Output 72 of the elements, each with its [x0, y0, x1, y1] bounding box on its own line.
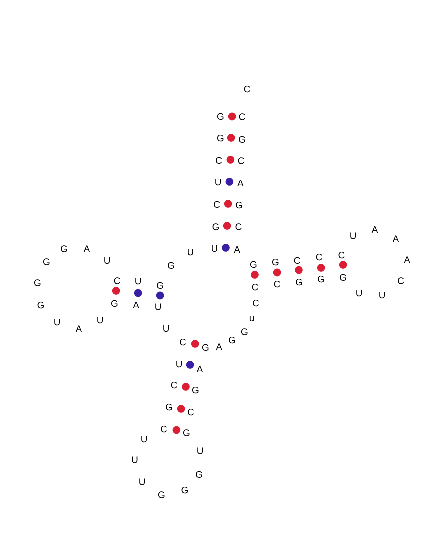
- nucleotide-letter: A: [84, 246, 90, 252]
- nucleotide-letter: G: [182, 486, 188, 494]
- nucleotide-letter: U: [350, 232, 356, 240]
- nucleotide-letter: G: [229, 336, 236, 344]
- nucleotide-letter: U: [104, 257, 110, 264]
- nucleotide-letter: C: [236, 224, 242, 230]
- nucleotide-letter: G: [340, 274, 346, 282]
- nucleotide-letter: U: [176, 361, 182, 368]
- nucleotide-letter: C: [238, 158, 244, 164]
- nucleotide-letter: G: [318, 276, 324, 283]
- nucleotide-letter: U: [356, 290, 362, 297]
- nucleotide-letter: U: [132, 456, 138, 464]
- nucleotide-letter: C: [114, 278, 120, 284]
- nucleotide-letter: U: [380, 292, 385, 299]
- nucleotide-letter: G: [218, 134, 224, 142]
- nucleotide-letter: G: [184, 430, 190, 436]
- nucleotide-letter: G: [44, 258, 50, 266]
- nucleotide-letter: G: [236, 202, 242, 209]
- nucleotide-letter: G: [34, 280, 41, 286]
- nucleotide-letter: G: [38, 302, 44, 309]
- nucleotide-letter: U: [98, 317, 103, 324]
- nucleotide-letter: C: [214, 201, 220, 208]
- nucleotide-letter: A: [372, 226, 378, 233]
- nucleotide-letter: A: [404, 256, 410, 264]
- nucleotide-letter: U: [198, 448, 203, 454]
- nucleotide-letter: G: [239, 136, 246, 144]
- nucleotide-letter: u: [250, 316, 254, 322]
- nucleotide-letter: C: [252, 284, 258, 291]
- nucleotide-letter: C: [338, 252, 345, 259]
- nucleotide-letter: U: [212, 245, 218, 252]
- nucleotide-letter: C: [239, 114, 246, 120]
- nucleotide-letter: C: [398, 278, 404, 284]
- nucleotide-letter: G: [196, 471, 202, 478]
- nucleotide-letter: A: [216, 344, 222, 350]
- nucleotide-letter: G: [218, 113, 224, 120]
- nucleotide-letter: U: [216, 179, 221, 186]
- nucleotide-letter: C: [244, 86, 250, 93]
- nucleotide-letter: U: [188, 249, 194, 256]
- nucleotide-letter: C: [253, 300, 260, 307]
- nucleotide-letter: G: [168, 262, 174, 270]
- nucleotide-letter: A: [133, 302, 140, 309]
- nucleotide-letter: U: [136, 278, 141, 285]
- nucleotide-letter: C: [171, 382, 178, 389]
- nucleotide-letter: C: [188, 408, 194, 416]
- nucleotide-letter: U: [164, 325, 169, 332]
- nucleotide-letter: C: [274, 280, 280, 288]
- nucleotide-letter: C: [294, 257, 300, 264]
- nucleotide-letter: A: [76, 326, 82, 332]
- nucleotide-letter: G: [202, 344, 209, 352]
- nucleotide-letter: G: [192, 386, 199, 394]
- nucleotide-letter: G: [242, 328, 248, 336]
- nucleotide-letter: C: [161, 426, 168, 433]
- nucleotide-letter: G: [212, 224, 219, 230]
- nucleotide-letter: G: [61, 246, 68, 252]
- nucleotide-letter: U: [156, 304, 161, 310]
- nucleotide-letter: G: [250, 261, 257, 268]
- nucleotide-letter: G: [157, 282, 164, 290]
- nucleotide-letter: U: [142, 436, 147, 443]
- nucleotide-letter: A: [238, 180, 244, 187]
- nucleotide-letter: C: [216, 157, 222, 164]
- nucleotide-letter: U: [54, 319, 60, 326]
- nucleotide-letter: G: [272, 258, 279, 266]
- nucleotide-letter: A: [392, 236, 400, 242]
- nucleotide-letter: C: [316, 254, 322, 261]
- nucleotide-letter: A: [196, 366, 204, 373]
- nucleotide-letter: G: [112, 300, 118, 308]
- nucleotide-letter: G: [158, 492, 165, 498]
- nucleotide-letter: G: [296, 278, 302, 286]
- nucleotide-letter: U: [140, 478, 145, 486]
- nucleotide-letter: G: [166, 404, 172, 411]
- nucleotide-letter: A: [234, 246, 240, 253]
- nucleotide-letter: C: [180, 338, 186, 346]
